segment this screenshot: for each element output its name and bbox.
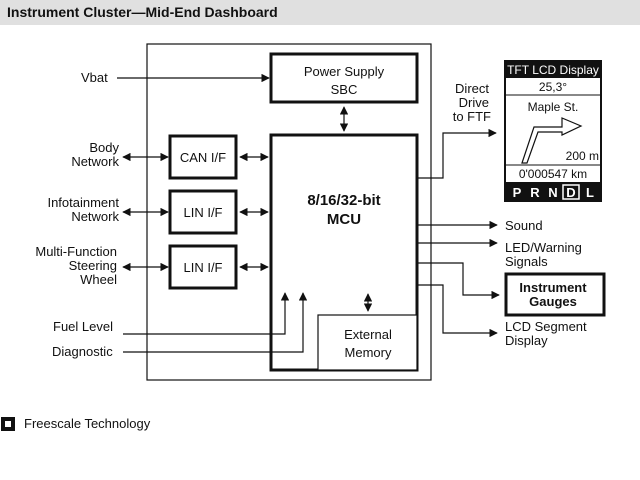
- tft-display: TFT LCD Display 25,3° Maple St. 200 m 0'…: [504, 60, 602, 202]
- tft-odometer: 0'000547 km: [519, 167, 587, 181]
- tft-street: Maple St.: [528, 100, 579, 114]
- lin-if-label-1: LIN I/F: [183, 205, 222, 220]
- lcd-segment-label-1: LCD Segment: [505, 319, 587, 334]
- gear-l: L: [586, 185, 594, 200]
- diagnostic-arrow: [123, 292, 308, 353]
- steering-wheel-label-2: Steering: [69, 258, 117, 273]
- diagnostic-label: Diagnostic: [52, 344, 113, 359]
- direct-drive-label-3: to FTF: [453, 109, 491, 124]
- infotainment-network-label-1: Infotainment: [47, 195, 119, 210]
- gear-p: P: [513, 185, 522, 200]
- can-if-label: CAN I/F: [180, 150, 226, 165]
- lcd-segment-arrow: [417, 284, 498, 338]
- tft-temperature: 25,3°: [539, 80, 567, 94]
- gear-r: R: [530, 185, 540, 200]
- legend-label: Freescale Technology: [24, 416, 151, 431]
- sound-label: Sound: [505, 218, 543, 233]
- fuel-level-arrow: [123, 292, 290, 335]
- gear-d: D: [566, 185, 575, 200]
- led-warning-label-1: LED/Warning: [505, 240, 582, 255]
- power-supply-label-1: Power Supply: [304, 64, 385, 79]
- steering-wheel-label-1: Multi-Function: [35, 244, 117, 259]
- steering-wheel-label-3: Wheel: [80, 272, 117, 287]
- lin-if-block-2: LIN I/F: [168, 244, 238, 290]
- fuel-level-label: Fuel Level: [53, 319, 113, 334]
- legend-square-icon: [1, 417, 15, 431]
- instrument-gauges-label-2: Gauges: [529, 294, 577, 309]
- infotainment-network-label-2: Network: [71, 209, 119, 224]
- tft-title: TFT LCD Display: [507, 63, 599, 77]
- nav-arrow-icon: [521, 117, 583, 164]
- can-if-block: CAN I/F: [168, 134, 238, 180]
- direct-drive-label-2: Drive: [459, 95, 489, 110]
- gear-selector: P R N D L: [513, 184, 594, 200]
- mcu-label-2: MCU: [327, 211, 361, 228]
- instrument-gauges-block: Instrument Gauges: [504, 272, 606, 317]
- gear-n: N: [548, 185, 557, 200]
- vbat-label: Vbat: [81, 70, 108, 85]
- page-title: Instrument Cluster—Mid-End Dashboard: [7, 4, 278, 20]
- external-memory-label-1: External: [344, 327, 392, 342]
- direct-drive-label-1: Direct: [455, 81, 489, 96]
- power-supply-block: Power Supply SBC: [269, 52, 419, 104]
- header-bar: Instrument Cluster—Mid-End Dashboard: [0, 0, 640, 25]
- external-memory-block: External Memory: [317, 314, 418, 371]
- direct-drive-arrow: [417, 128, 497, 179]
- body-network-label-2: Network: [71, 154, 119, 169]
- mcu-label-1: 8/16/32-bit: [307, 192, 380, 209]
- tft-distance: 200 m: [566, 149, 599, 163]
- external-memory-label-2: Memory: [345, 345, 392, 360]
- lin-if-block-1: LIN I/F: [168, 189, 238, 235]
- instrument-gauges-arrow: [417, 262, 500, 300]
- lcd-segment-label-2: Display: [505, 333, 548, 348]
- led-warning-label-2: Signals: [505, 254, 548, 269]
- lin-if-label-2: LIN I/F: [183, 260, 222, 275]
- selected-gear-box: [562, 184, 580, 200]
- instrument-gauges-label-1: Instrument: [519, 280, 587, 295]
- body-network-label-1: Body: [89, 140, 119, 155]
- power-supply-label-2: SBC: [331, 82, 358, 97]
